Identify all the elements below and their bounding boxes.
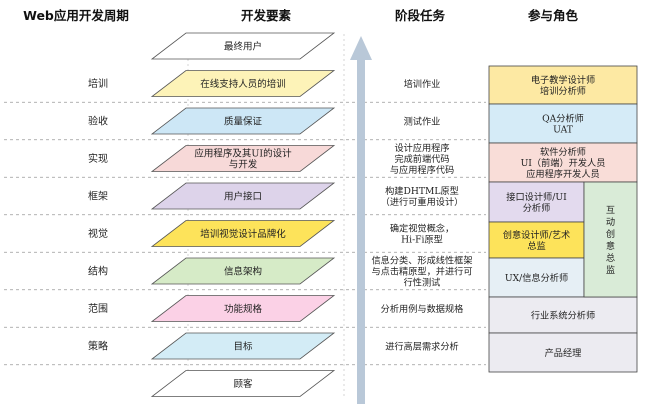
layer-label: 用户接口 <box>224 191 262 203</box>
layer-plane <box>150 332 336 360</box>
layer-plane <box>150 145 336 172</box>
layer-label: 质量保证 <box>224 116 263 128</box>
task-label: 构建DHTML原型 <box>385 185 459 197</box>
stage-label: 实现 <box>88 152 108 165</box>
layer-plane <box>150 70 336 97</box>
role-label: 培训分析师 <box>540 85 586 97</box>
layer-plane <box>150 257 336 285</box>
role-label: 应用程序开发人员 <box>526 168 600 180</box>
role-label: UI（前端）开发人员 <box>521 157 606 169</box>
layer-plane <box>150 295 336 322</box>
task-label: 与点击精原型，并进行可 <box>371 266 472 278</box>
layer-plane <box>150 107 336 135</box>
task-label: 设计应用程序 <box>394 142 449 154</box>
role-box <box>488 65 638 105</box>
layer-label: 功能规格 <box>224 303 263 315</box>
stage-label: 框架 <box>88 190 108 203</box>
layer-label: 与开发 <box>229 159 258 171</box>
side-role-label: 互动创意总监 <box>606 205 615 276</box>
task-label: 与应用程序代码 <box>390 164 454 176</box>
role-box <box>488 142 638 183</box>
task-label: 完成前端代码 <box>394 153 449 165</box>
role-label: UX/信息分析师 <box>505 272 568 284</box>
task-label: 行性测试 <box>404 277 441 289</box>
layer-plane <box>150 370 336 397</box>
progress-arrow-head <box>350 36 372 60</box>
task-label: 确定视觉概念， <box>390 223 454 235</box>
role-label: 软件分析师 <box>540 146 586 158</box>
stage-label: 范围 <box>88 302 108 315</box>
header-cycle: Web应用开发周期 <box>23 8 129 23</box>
role-label: 分析师 <box>523 202 551 214</box>
watermark: 云栖社区 yq.aliyun.com <box>479 392 638 408</box>
role-box <box>488 221 585 259</box>
role-label: 电子教学设计师 <box>531 74 595 86</box>
role-box <box>488 257 585 298</box>
layer-plane <box>150 32 336 60</box>
task-label: 分析用例与数据规格 <box>381 303 464 315</box>
role-box <box>488 296 638 334</box>
layer-label: 培训视觉设计品牌化 <box>200 228 286 240</box>
task-label: 进行高层需求分析 <box>385 341 459 353</box>
role-box <box>488 103 638 144</box>
layer-plane <box>150 182 336 210</box>
layer-label: 顾客 <box>233 378 253 390</box>
layer-label: 在线支持人员的培训 <box>200 78 286 90</box>
side-role-box <box>583 181 638 298</box>
layer-label: 目标 <box>233 341 253 353</box>
task-label: （进行可重用设计） <box>381 196 464 208</box>
stage-label: 培训 <box>88 77 108 90</box>
layer-plane <box>150 220 336 247</box>
role-label: 总监 <box>527 240 545 252</box>
role-label: QA分析师 <box>542 113 584 125</box>
role-label: 行业系统分析师 <box>531 310 595 322</box>
header-elements: 开发要素 <box>241 8 292 23</box>
stage-label: 结构 <box>88 265 108 278</box>
header-tasks: 阶段任务 <box>395 8 446 23</box>
layer-label: 信息架构 <box>224 266 262 278</box>
progress-arrow-shaft <box>357 58 365 404</box>
stage-label: 验收 <box>88 115 108 128</box>
layer-label: 最终用户 <box>224 41 262 53</box>
stage-label: 策略 <box>88 340 108 353</box>
role-label: 接口设计师/UI <box>506 191 567 203</box>
task-label: 培训作业 <box>404 78 441 90</box>
task-label: Hi-Fi原型 <box>401 235 443 246</box>
layer-label: 应用程序及其UI的设计 <box>194 148 292 160</box>
role-box <box>488 332 638 373</box>
stage-label: 视觉 <box>88 227 108 240</box>
header-roles: 参与角色 <box>528 8 579 23</box>
role-label: 产品经理 <box>545 347 582 359</box>
task-label: 信息分类、形成线性框架 <box>371 255 472 267</box>
role-label: 创意设计师/艺术 <box>503 229 570 241</box>
task-label: 测试作业 <box>404 116 441 128</box>
role-label: UAT <box>553 125 574 136</box>
